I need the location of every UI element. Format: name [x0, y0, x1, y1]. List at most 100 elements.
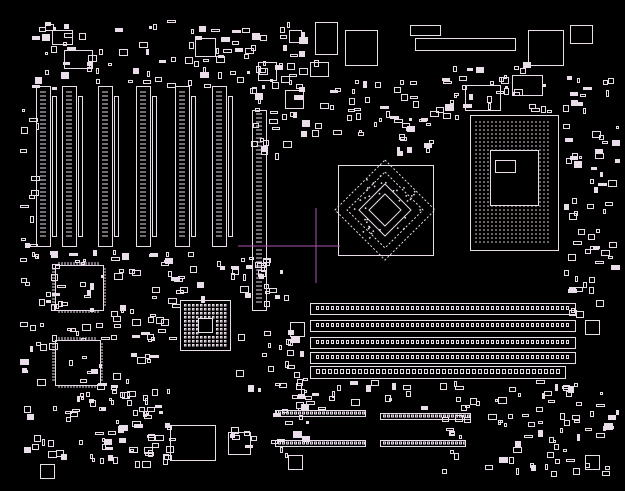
memory-pin: [371, 340, 374, 344]
memory-pin: [361, 355, 364, 359]
passive-component: [583, 108, 586, 114]
cpu-pin: [487, 233, 489, 235]
cpu-pin: [539, 237, 541, 239]
passive-component: [293, 431, 302, 438]
memory-pin: [361, 306, 364, 310]
cpu-pin: [531, 141, 533, 143]
passive-component: [163, 459, 168, 465]
cpu-pin: [539, 173, 541, 175]
memory-pin: [472, 369, 476, 374]
cpu-pin: [475, 125, 477, 127]
memory-pin: [496, 340, 499, 344]
passive-component: [306, 421, 309, 424]
mount-hole: [585, 320, 600, 335]
cpu-pin: [487, 213, 489, 215]
pci-slot-latch: [228, 96, 233, 237]
memory-pin: [556, 369, 560, 374]
pci-slot: [136, 86, 151, 247]
cpu-pin: [491, 225, 493, 227]
passive-component: [603, 80, 608, 85]
cpu-pin: [547, 153, 549, 155]
southbridge-ball: [188, 312, 191, 315]
cpu-pin: [479, 209, 481, 211]
header-pin: [322, 411, 325, 415]
southbridge-ball: [216, 340, 219, 343]
passive-component: [45, 22, 51, 26]
passive-component: [126, 379, 129, 384]
memory-pin: [501, 340, 504, 344]
memory-pin: [441, 355, 444, 359]
passive-component: [508, 414, 513, 419]
passive-component: [375, 82, 381, 88]
cpu-pin: [491, 229, 493, 231]
passive-component: [106, 447, 113, 450]
memory-slot: [310, 352, 576, 364]
memory-pin: [501, 306, 504, 310]
passive-component: [549, 437, 554, 443]
passive-component: [152, 443, 159, 448]
passive-component: [589, 277, 595, 283]
passive-component: [464, 417, 471, 423]
passive-component: [463, 104, 472, 108]
cpu-pin: [479, 189, 481, 191]
cpu-pin: [539, 153, 541, 155]
passive-component: [133, 68, 139, 74]
passive-component: [63, 62, 70, 65]
passive-component: [403, 385, 411, 390]
header-pin: [403, 441, 406, 445]
cpu-pin: [539, 221, 541, 223]
passive-component: [337, 385, 341, 391]
passive-component: [442, 469, 447, 474]
cpu-pin: [487, 201, 489, 203]
header-pin: [467, 414, 470, 418]
passive-component: [153, 24, 157, 30]
cpu-pin: [539, 205, 541, 207]
passive-component: [248, 385, 254, 392]
memory-pin: [516, 340, 519, 344]
header-pin: [427, 441, 430, 445]
passive-component: [304, 390, 307, 393]
cpu-pin: [543, 145, 545, 147]
cpu-pin: [499, 133, 501, 135]
northbridge-ball: [370, 232, 373, 235]
cpu-pin: [519, 233, 521, 235]
memory-pin: [396, 306, 399, 310]
passive-component: [294, 372, 300, 378]
passive-component: [455, 415, 463, 422]
memory-pin: [334, 369, 338, 374]
passive-component: [300, 351, 304, 357]
northbridge-ball: [366, 218, 369, 221]
header-pin: [278, 441, 281, 445]
passive-component: [312, 130, 319, 137]
passive-component: [409, 118, 412, 121]
passive-component: [275, 65, 283, 70]
cpu-pin: [527, 133, 529, 135]
cpu-pin: [507, 133, 509, 135]
passive-component: [263, 259, 270, 266]
header-pin: [362, 441, 365, 445]
passive-component: [560, 428, 563, 433]
cpu-pin: [499, 233, 501, 235]
memory-pin: [316, 355, 319, 359]
cpu-pin: [507, 229, 509, 231]
passive-component: [52, 293, 60, 296]
passive-component: [569, 287, 576, 293]
memory-pin: [371, 306, 374, 310]
cpu-pin: [547, 233, 549, 235]
cpu-pin: [479, 153, 481, 155]
passive-component: [469, 94, 473, 100]
cpu-pin: [483, 193, 485, 195]
passive-component: [27, 414, 34, 420]
memory-pin: [340, 369, 344, 374]
passive-component: [563, 124, 570, 129]
parallel-port: [415, 38, 516, 51]
memory-pin: [336, 355, 339, 359]
cpu-pin: [503, 213, 505, 215]
cpu-pin: [543, 121, 545, 123]
cpu-pin: [547, 185, 549, 187]
southbridge-ball: [200, 304, 203, 307]
southbridge-ball: [220, 304, 223, 307]
memory-pin: [391, 340, 394, 344]
cpu-pin: [487, 237, 489, 239]
